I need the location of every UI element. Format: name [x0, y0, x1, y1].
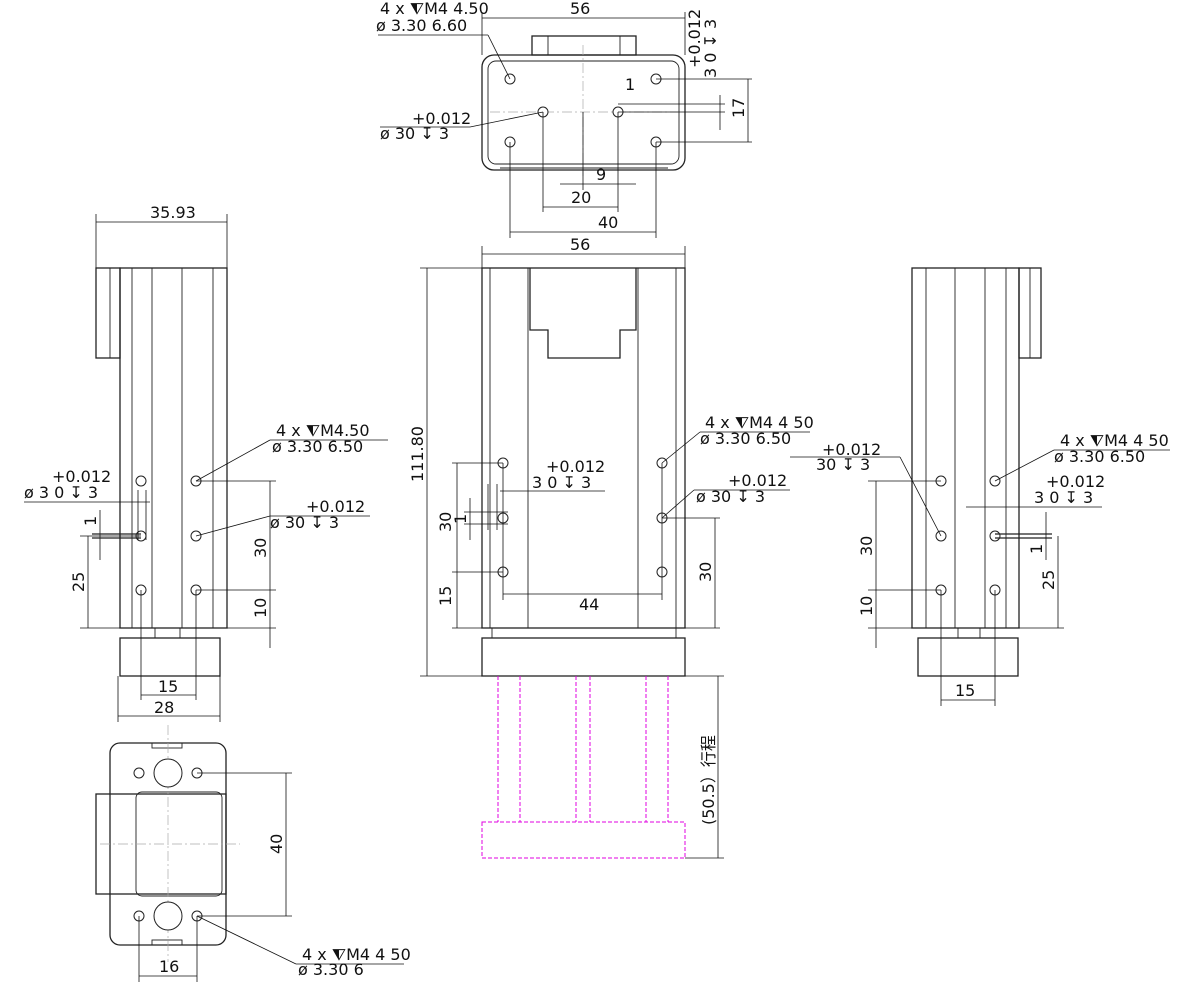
right-note-b: 3 0 ↧ 3: [1034, 488, 1093, 507]
left-base: [119, 637, 221, 677]
front-view-body: [481, 267, 686, 629]
left-dim-25: 25: [69, 572, 88, 592]
left-dim-1: 1: [81, 516, 100, 526]
left-note-b: ø 30 ↧ 3: [270, 513, 339, 532]
stroke-extension: [481, 676, 686, 859]
bottom-hole: [133, 767, 145, 779]
front-dim-1: 1: [451, 514, 470, 524]
front-stroke-label: (50.5）行程: [699, 735, 718, 825]
left-hole-note-2: ø 3.30 6.50: [272, 437, 363, 456]
top-dim-40: 40: [598, 213, 618, 232]
front-dim-44: 44: [579, 595, 599, 614]
bottom-view: 40 16 4 x ⧨M4 4 50 ø 3.30 6: [95, 725, 411, 982]
leader-line: [469, 111, 544, 128]
front-width-dim: 56: [570, 235, 590, 254]
top-width-dim: 56: [570, 0, 590, 18]
leader-line: [196, 915, 297, 965]
bottom-hole-note-1: 4 x ⧨M4 4 50: [302, 945, 411, 964]
leader-line: [195, 439, 271, 482]
right-hole: [989, 530, 1001, 542]
front-hole-note-1: 4 x ⧨M4 4 50: [705, 413, 814, 432]
left-hole: [135, 475, 147, 487]
top-hole-note-2: ø 3.30 6.60: [376, 16, 467, 35]
right-dim-25: 25: [1039, 570, 1058, 590]
right-hole-note-2: ø 3.30 6.50: [1054, 447, 1145, 466]
front-cutout: [529, 268, 637, 359]
leader-line: [661, 431, 701, 464]
right-dim-1: 1: [1027, 544, 1046, 554]
leader-line: [899, 456, 942, 537]
front-hole-note-2: ø 3.30 6.50: [700, 429, 791, 448]
top-dim-1: 1: [625, 75, 635, 94]
left-tol-a: +0.012: [52, 467, 111, 486]
right-note-a: 30 ↧ 3: [816, 455, 870, 474]
right-tol-b: +0.012: [1046, 472, 1105, 491]
left-dim-10: 10: [251, 598, 270, 618]
left-tol-b: +0.012: [306, 497, 365, 516]
right-dim-10: 10: [857, 596, 876, 616]
right-view: +0.012 30 ↧ 3 4 x ⧨M4 4 50 ø 3.30 6.50 +…: [790, 267, 1170, 706]
left-dim-30: 30: [251, 538, 270, 558]
top-side-note: 3 0 ↧ 3: [701, 19, 720, 78]
front-tol-b: +0.012: [728, 471, 787, 490]
front-note-a: 3 0 ↧ 3: [532, 473, 591, 492]
right-base: [917, 637, 1019, 677]
leader-line: [661, 489, 695, 519]
left-width-dim: 35.93: [150, 203, 196, 222]
right-hole-note-1: 4 x ⧨M4 4 50: [1060, 431, 1169, 450]
left-view-body: [119, 267, 228, 629]
front-dim-30-left: 30: [436, 512, 455, 532]
leader-line: [195, 515, 271, 537]
left-view: 35.93 4 x ⧨M4.50 ø 3.30 6.50 +0.012 ø 3 …: [24, 203, 388, 722]
top-hole-note-1: 4 x ⧨M4 4.50: [380, 0, 489, 18]
left-view-tab: [95, 267, 121, 359]
top-view: 56 4 x ⧨M4 4.50 ø 3.30 6.60 +0.012 ø 30 …: [376, 0, 752, 238]
top-side-tol: +0.012: [685, 9, 704, 68]
front-note-b: ø 30 ↧ 3: [696, 487, 765, 506]
bottom-dim-40: 40: [267, 834, 286, 854]
left-dim-15: 15: [158, 677, 178, 696]
bottom-dim-16: 16: [159, 957, 179, 976]
bottom-view-notch: [151, 742, 183, 749]
left-hole-note-1: 4 x ⧨M4.50: [276, 421, 370, 440]
leader-line: [994, 449, 1055, 482]
front-view: 56 111.80 30 1 15 +0.012: [408, 235, 814, 859]
top-dim-20: 20: [571, 188, 591, 207]
top-view-body: [481, 54, 686, 171]
top-view-body-inner: [487, 60, 680, 165]
front-height-dim: 111.80: [408, 426, 427, 482]
leader-line: [487, 34, 511, 80]
top-pin-tol: +0.012: [412, 109, 471, 128]
front-dim-30-right: 30: [696, 562, 715, 582]
bottom-view-notch: [151, 939, 183, 946]
top-dim-9: 9: [596, 165, 606, 184]
bottom-large-hole: [153, 758, 183, 788]
front-dim-15: 15: [436, 586, 455, 606]
front-base: [481, 637, 686, 677]
left-note-a: ø 3 0 ↧ 3: [24, 483, 98, 502]
right-dim-15: 15: [955, 681, 975, 700]
right-tol-a: +0.012: [822, 440, 881, 459]
right-view-body: [911, 267, 1020, 629]
left-dim-28: 28: [154, 698, 174, 717]
bottom-large-hole: [153, 901, 183, 931]
bottom-hole-note-2: ø 3.30 6: [298, 960, 364, 979]
front-tol-a: +0.012: [546, 457, 605, 476]
top-view-tab: [531, 35, 637, 56]
right-dim-30: 30: [857, 536, 876, 556]
top-pin-note: ø 30 ↧ 3: [380, 124, 449, 143]
top-dim-17: 17: [729, 98, 748, 118]
